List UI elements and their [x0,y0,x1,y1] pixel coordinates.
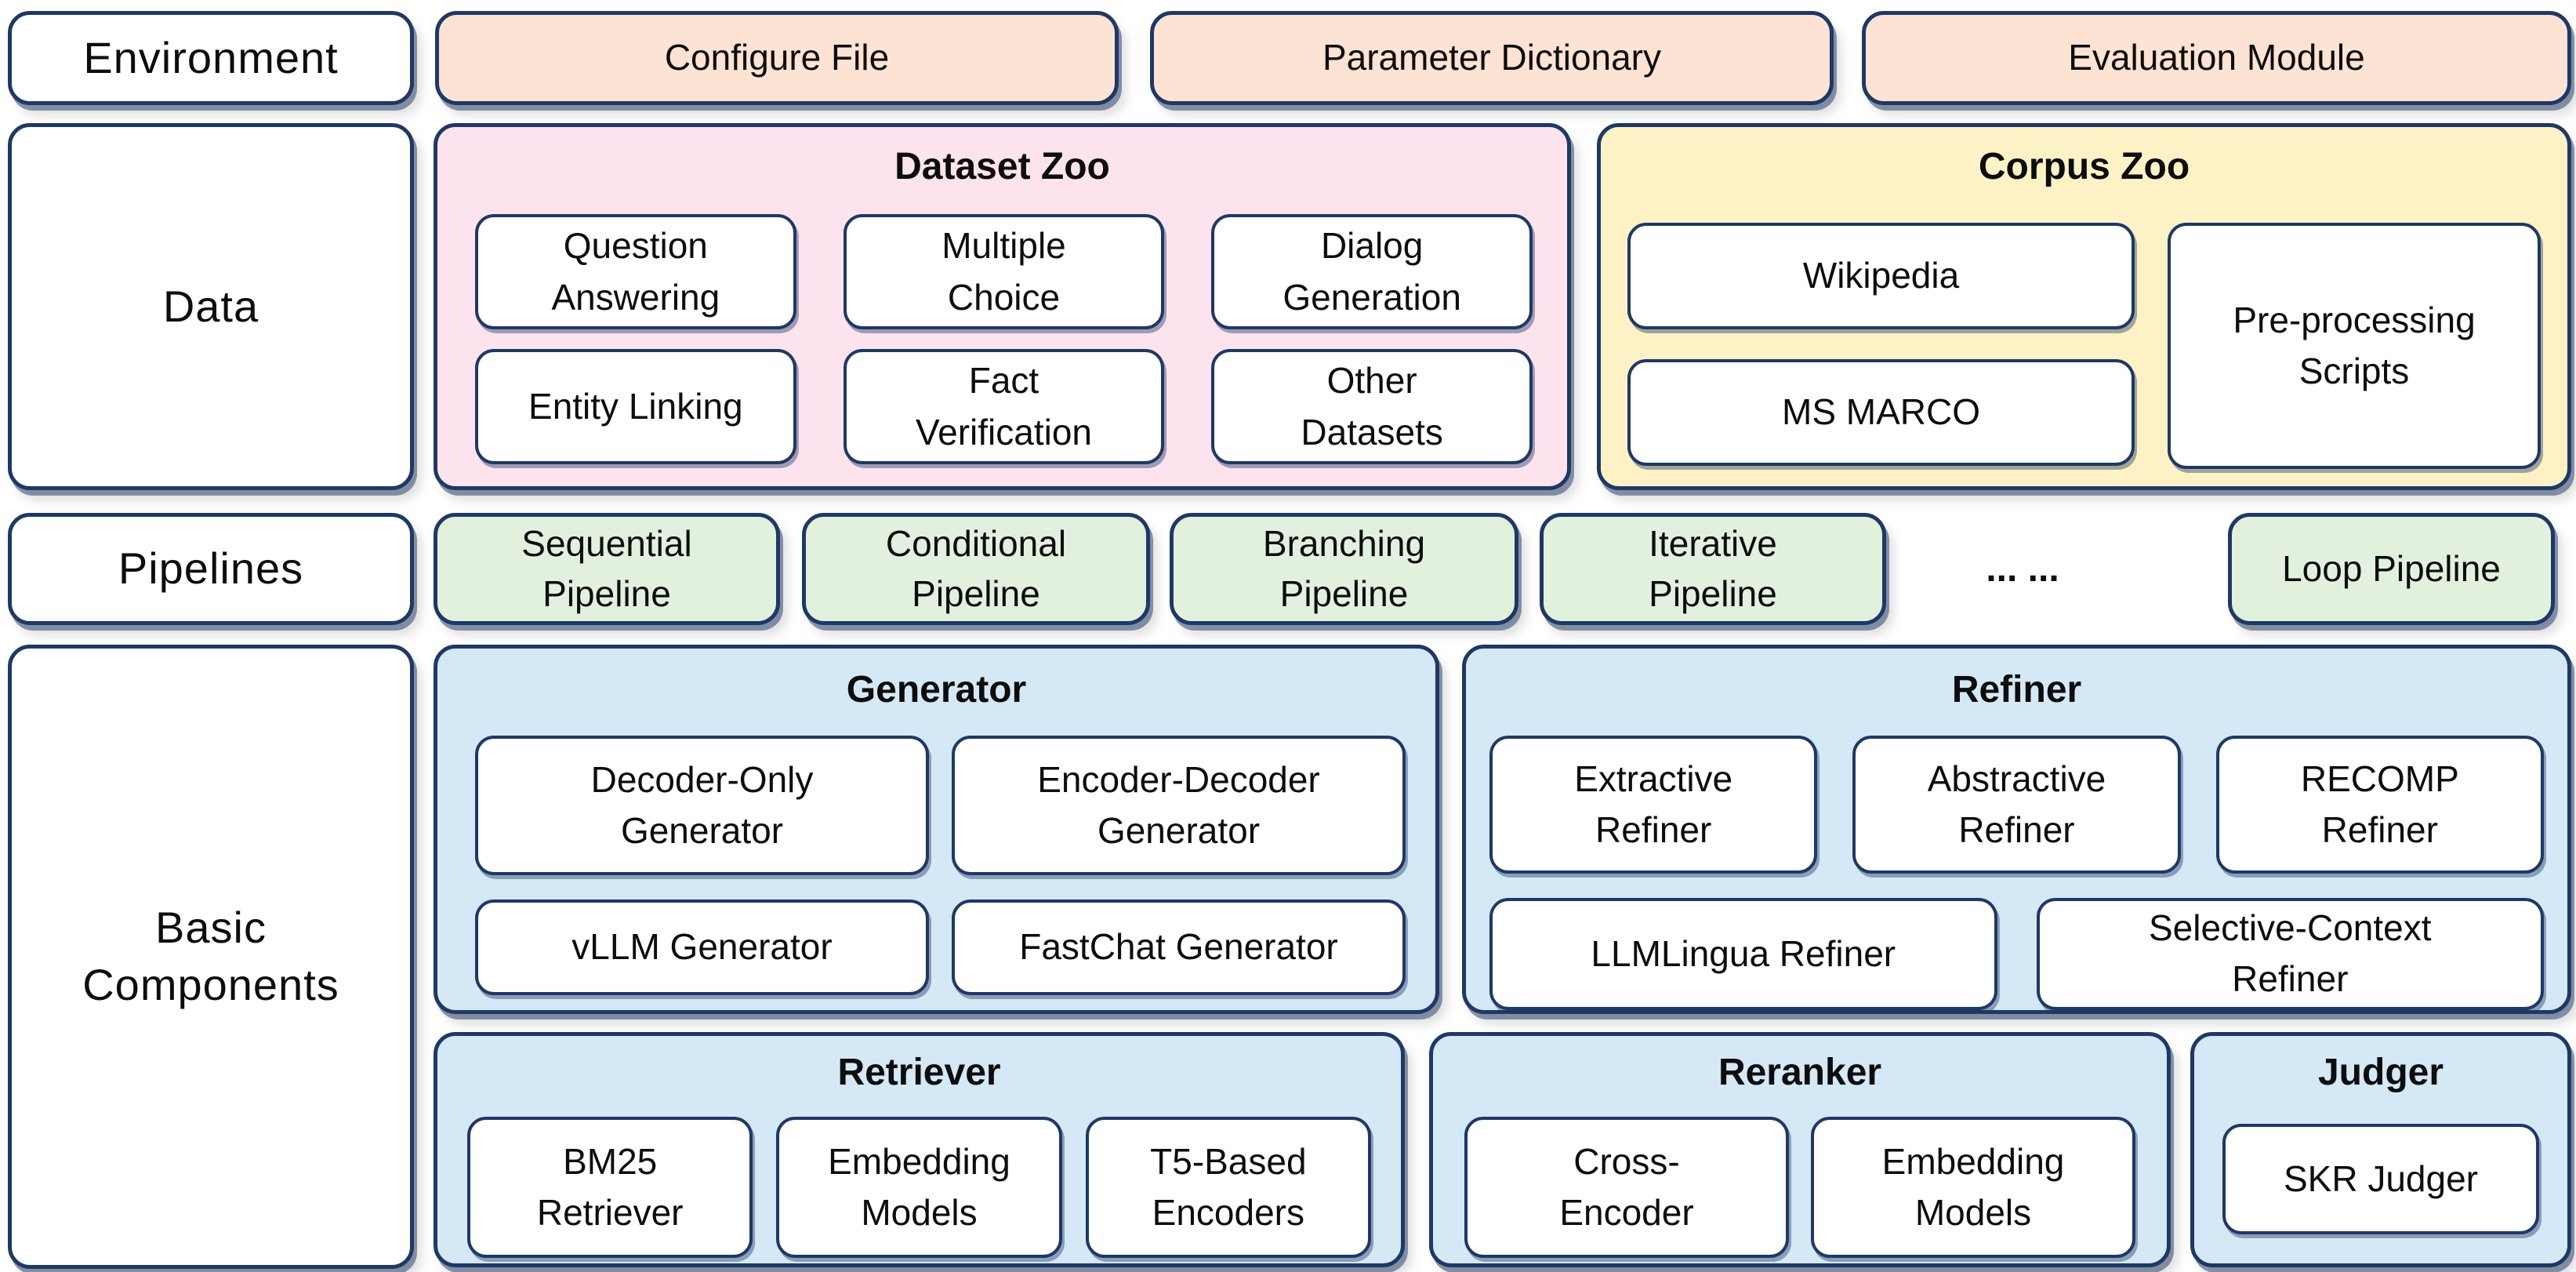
dataset-other-datasets-box: Other Datasets [1211,349,1533,464]
sequential-pipeline-label: Sequential Pipeline [521,523,692,614]
evaluation-module-label: Evaluation Module [2068,37,2365,78]
basic-components-label: Basic Components [82,903,339,1009]
retriever-row: BM25 Retriever Embedding Models T5-Based… [437,1117,1401,1258]
retriever-embedding-models-label: Embedding Models [828,1140,1010,1233]
corpus-preprocessing-scripts-box: Pre-processing Scripts [2168,223,2541,469]
refiner-panel: Refiner Extractive Refiner Abstractive R… [1462,645,2571,1014]
t5-based-encoders-box: T5-Based Encoders [1085,1117,1371,1258]
dataset-fact-verification-label: Fact Verification [915,360,1092,452]
environment-row-label-box: Environment [8,11,414,105]
generator-panel: Generator Decoder-Only Generator Encoder… [434,645,1439,1014]
abstractive-refiner-label: Abstractive Refiner [1927,758,2106,850]
dataset-other-datasets-label: Other Datasets [1301,360,1443,452]
evaluation-module-box: Evaluation Module [1862,11,2571,105]
encoder-decoder-generator-label: Encoder-Decoder Generator [1037,758,1320,851]
corpus-wikipedia-box: Wikipedia [1627,223,2135,329]
retriever-title: Retriever [837,1052,1001,1093]
recomp-refiner-label: RECOMP Refiner [2300,758,2459,850]
dataset-multiple-choice-label: Multiple Choice [942,225,1066,318]
reranker-title: Reranker [1718,1052,1882,1093]
conditional-pipeline-box: Conditional Pipeline [802,513,1150,625]
environment-label: Environment [83,32,339,82]
judger-panel: Judger SKR Judger [2190,1032,2571,1267]
recomp-refiner-box: RECOMP Refiner [2215,736,2544,874]
pipelines-label: Pipelines [118,543,304,594]
cross-encoder-label: Cross- Encoder [1559,1140,1694,1233]
encoder-decoder-generator-box: Encoder-Decoder Generator [952,736,1406,875]
reranker-embedding-models-label: Embedding Models [1881,1140,2065,1233]
pipelines-row-label-box: Pipelines [8,513,414,625]
vllm-generator-label: vLLM Generator [571,926,833,968]
corpus-ms-marco-box: MS MARCO [1627,359,2135,466]
decoder-only-generator-box: Decoder-Only Generator [475,736,929,875]
refiner-row-2: LLMLingua Refiner Selective-Context Refi… [1466,897,2567,1010]
fastchat-generator-label: FastChat Generator [1019,926,1338,968]
judger-title: Judger [2317,1052,2444,1093]
corpus-zoo-content: Wikipedia MS MARCO Pre-processing Script… [1601,223,2567,469]
dataset-question-answering-box: Question Answering [475,214,796,329]
configure-file-box: Configure File [435,11,1119,105]
parameter-dictionary-label: Parameter Dictionary [1322,37,1662,78]
loop-pipeline-label: Loop Pipeline [2282,547,2501,589]
refiner-row-1: Extractive Refiner Abstractive Refiner R… [1466,736,2567,874]
corpus-wikipedia-label: Wikipedia [1802,255,1960,296]
corpus-preprocessing-scripts-label: Pre-processing Scripts [2233,299,2476,391]
llmlingua-refiner-box: LLMLingua Refiner [1489,897,1997,1010]
dataset-zoo-title: Dataset Zoo [894,146,1110,187]
data-label: Data [162,281,259,331]
selective-context-refiner-box: Selective-Context Refiner [2036,897,2544,1010]
reranker-row: Cross- Encoder Embedding Models [1433,1117,2167,1258]
generator-row-2: vLLM Generator FastChat Generator [437,899,1435,995]
branching-pipeline-label: Branching Pipeline [1262,523,1426,614]
branching-pipeline-box: Branching Pipeline [1170,513,1518,625]
loop-pipeline-box: Loop Pipeline [2228,513,2555,625]
generator-row-1: Decoder-Only Generator Encoder-Decoder G… [437,736,1435,875]
cross-encoder-box: Cross- Encoder [1464,1117,1789,1258]
decoder-only-generator-label: Decoder-Only Generator [590,758,814,851]
llmlingua-refiner-label: LLMLingua Refiner [1591,932,1896,974]
fastchat-generator-box: FastChat Generator [952,899,1406,995]
skr-judger-box: SKR Judger [2222,1124,2539,1234]
dataset-multiple-choice-box: Multiple Choice [843,214,1165,329]
retriever-embedding-models-box: Embedding Models [776,1117,1062,1258]
corpus-zoo-panel: Corpus Zoo Wikipedia MS MARCO Pre-proces… [1597,123,2571,490]
dataset-dialog-generation-box: Dialog Generation [1211,214,1533,329]
configure-file-label: Configure File [664,37,890,78]
reranker-panel: Reranker Cross- Encoder Embedding Models [1429,1032,2171,1267]
bm25-retriever-label: BM25 Retriever [536,1140,684,1233]
reranker-embedding-models-box: Embedding Models [1811,1117,2135,1258]
skr-judger-label: SKR Judger [2283,1158,2478,1199]
dataset-dialog-generation-label: Dialog Generation [1283,225,1461,318]
parameter-dictionary-box: Parameter Dictionary [1150,11,1834,105]
sequential-pipeline-box: Sequential Pipeline [434,513,780,625]
dataset-entity-linking-label: Entity Linking [528,385,743,427]
dataset-entity-linking-box: Entity Linking [475,349,796,464]
t5-based-encoders-label: T5-Based Encoders [1150,1140,1307,1233]
extractive-refiner-box: Extractive Refiner [1489,736,1818,874]
conditional-pipeline-label: Conditional Pipeline [885,523,1067,614]
iterative-pipeline-label: Iterative Pipeline [1649,523,1777,614]
extractive-refiner-label: Extractive Refiner [1574,758,1733,850]
corpus-zoo-left-column: Wikipedia MS MARCO [1627,223,2135,469]
basic-components-row-label-box: Basic Components [8,645,414,1269]
abstractive-refiner-box: Abstractive Refiner [1852,736,2181,874]
judger-row: SKR Judger [2194,1124,2567,1234]
dataset-fact-verification-box: Fact Verification [843,349,1165,464]
corpus-zoo-title: Corpus Zoo [1978,146,2190,187]
bm25-retriever-box: BM25 Retriever [467,1117,753,1258]
iterative-pipeline-box: Iterative Pipeline [1540,513,1886,625]
dataset-zoo-panel: Dataset Zoo Question Answering Multiple … [434,123,1571,490]
dataset-zoo-grid: Question Answering Multiple Choice Dialo… [437,214,1567,464]
data-row-label-box: Data [8,123,414,490]
corpus-ms-marco-label: MS MARCO [1782,391,1980,433]
selective-context-refiner-label: Selective-Context Refiner [2149,907,2432,1000]
dataset-question-answering-label: Question Answering [551,225,720,318]
refiner-title: Refiner [1951,669,2082,711]
pipelines-ellipsis: ... ... [1986,548,2059,590]
retriever-panel: Retriever BM25 Retriever Embedding Model… [434,1032,1405,1267]
vllm-generator-box: vLLM Generator [475,899,929,995]
generator-title: Generator [846,669,1027,711]
